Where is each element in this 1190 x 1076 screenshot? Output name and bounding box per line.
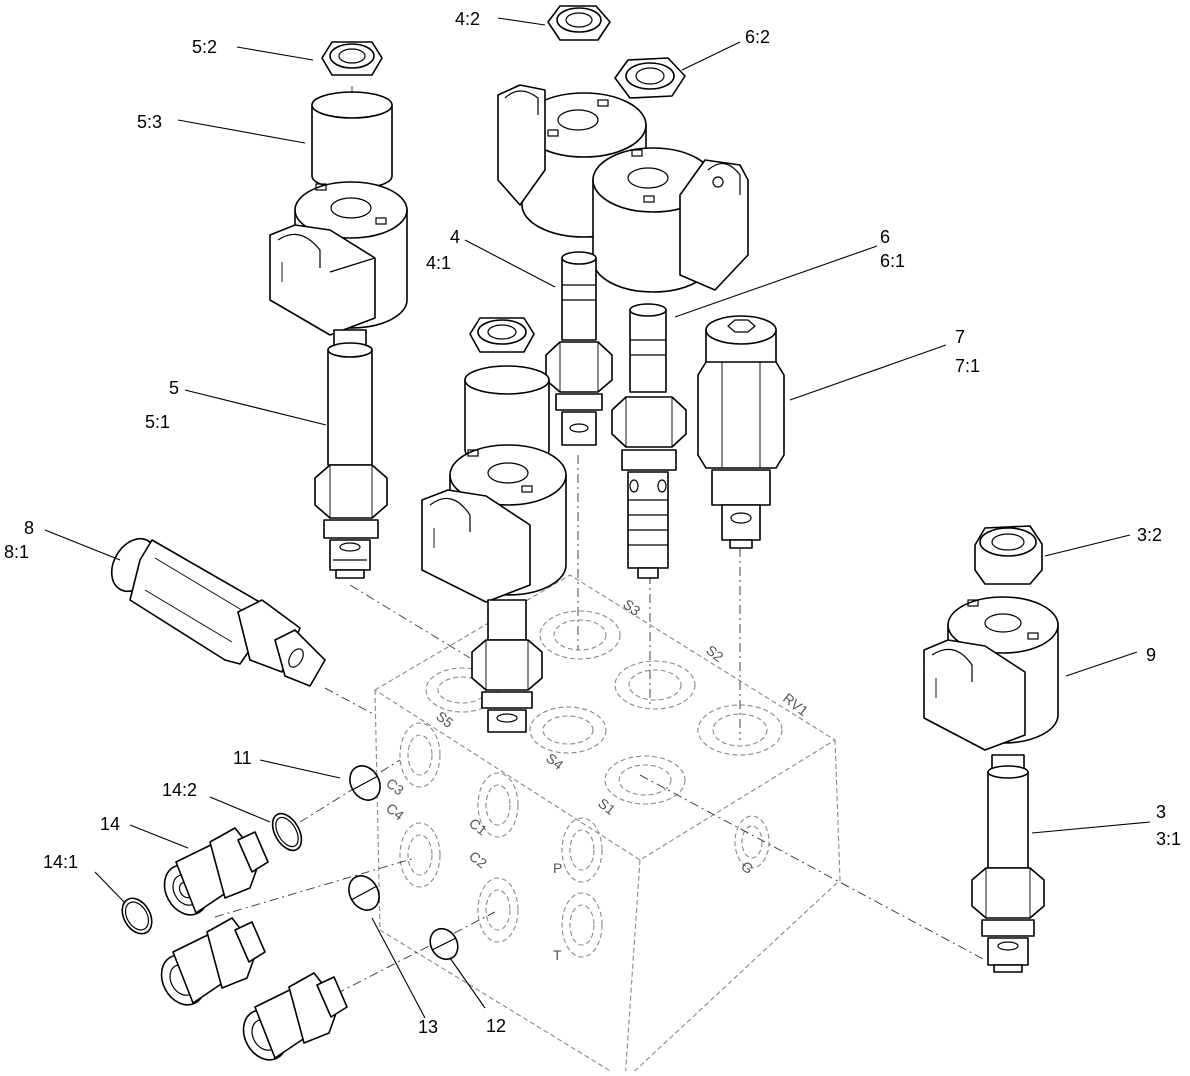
callout-6-2: 6:2 (745, 27, 770, 47)
callout-5-2: 5:2 (192, 37, 217, 57)
spacer-5-3 (311, 91, 393, 190)
valve-4 (545, 251, 613, 446)
callout-labels: 4:2 5:2 6:2 5:3 4 4:1 6 6:1 7 7:1 5 5:1 … (4, 9, 1181, 1037)
port-markings: S5 S3 S2 RV1 S4 S1 C3 C4 C1 C2 P T G (383, 596, 811, 963)
callout-3: 3 (1156, 802, 1166, 822)
nut-4-2 (547, 5, 611, 41)
manifold-block (373, 574, 841, 1076)
valve-8 (110, 537, 326, 687)
callout-14: 14 (100, 814, 120, 834)
valve-7 (697, 315, 785, 549)
callout-7: 7 (955, 327, 965, 347)
nut-center (469, 317, 535, 353)
callout-5-1: 5:1 (145, 412, 170, 432)
callout-12: 12 (486, 1016, 506, 1036)
port-s4: S4 (543, 750, 567, 773)
coil-9 (923, 596, 1059, 751)
callout-14-2: 14:2 (162, 780, 197, 800)
callout-14-1: 14:1 (43, 852, 78, 872)
callout-6-1: 6:1 (880, 251, 905, 271)
nut-6-2 (614, 57, 686, 99)
spacer-center (464, 365, 550, 465)
port-c2: C2 (466, 848, 490, 872)
plug-12 (429, 927, 459, 961)
valve-6 (611, 303, 687, 579)
coil-center (421, 444, 567, 603)
leader-lines (44, 17, 1151, 1019)
callout-8: 8 (24, 518, 34, 538)
coil-5 (269, 181, 408, 336)
callout-6: 6 (880, 227, 890, 247)
callout-7-1: 7:1 (955, 356, 980, 376)
coil-4 (497, 84, 647, 238)
port-s5: S5 (433, 708, 457, 731)
callout-4-2: 4:2 (455, 9, 480, 29)
port-c3: C3 (383, 775, 407, 799)
port-c1: C1 (466, 815, 490, 839)
fitting-14 (163, 827, 269, 916)
callout-9: 9 (1146, 645, 1156, 665)
port-s3: S3 (620, 596, 644, 619)
callout-5-3: 5:3 (137, 112, 162, 132)
callout-4: 4 (450, 227, 460, 247)
o-ring-14-1 (121, 897, 153, 935)
plug-13 (348, 875, 380, 911)
valve-center (471, 599, 543, 733)
port-g: G (738, 858, 756, 877)
fitting-lower-1 (160, 917, 266, 1006)
port-c4: C4 (383, 800, 407, 824)
port-s1: S1 (595, 795, 619, 818)
callout-13: 13 (418, 1017, 438, 1037)
valve-5 (314, 329, 388, 579)
port-s2: S2 (703, 642, 727, 665)
port-p: P (553, 860, 562, 876)
fitting-lower-2 (242, 972, 348, 1061)
port-t: T (553, 947, 562, 963)
port-rv1: RV1 (780, 690, 811, 719)
nut-5-2 (321, 41, 383, 76)
valve-3 (971, 754, 1045, 973)
callout-11: 11 (233, 748, 252, 768)
callout-5: 5 (169, 378, 179, 398)
callout-3-1: 3:1 (1156, 829, 1181, 849)
callout-3-2: 3:2 (1137, 525, 1162, 545)
callout-4-1: 4:1 (426, 253, 451, 273)
callout-8-1: 8:1 (4, 542, 29, 562)
o-ring-14-2 (271, 812, 303, 852)
coil-6 (592, 147, 749, 293)
plug-11 (349, 765, 381, 801)
nut-3-2 (974, 525, 1043, 585)
